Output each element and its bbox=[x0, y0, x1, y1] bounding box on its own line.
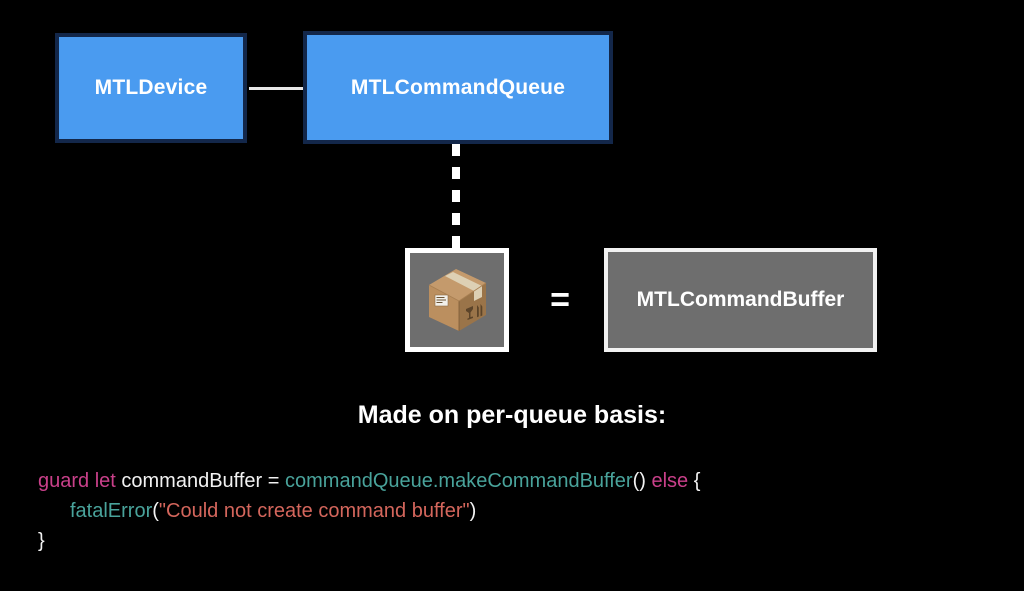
node-mtl-command-buffer: MTLCommandBuffer bbox=[604, 248, 877, 352]
package-icon-frame bbox=[405, 248, 509, 352]
node-mtl-device-label: MTLDevice bbox=[94, 76, 208, 99]
code-token-string: "Could not create command buffer" bbox=[158, 500, 470, 522]
code-line: guard let commandBuffer = commandQueue.m… bbox=[38, 466, 998, 496]
node-mtl-command-queue-label: MTLCommandQueue bbox=[350, 75, 566, 99]
node-mtl-command-buffer-label: MTLCommandBuffer bbox=[636, 288, 845, 311]
code-token-plain: commandBuffer = bbox=[121, 470, 285, 492]
code-token-plain: () bbox=[632, 470, 652, 492]
code-token-type: commandQueue.makeCommandBuffer bbox=[285, 470, 633, 492]
node-mtl-device: MTLDevice bbox=[55, 33, 247, 143]
code-line: } bbox=[38, 526, 998, 556]
connector-device-to-queue bbox=[249, 87, 303, 90]
code-line: fatalError("Could not create command buf… bbox=[38, 496, 998, 526]
page-caption: Made on per-queue basis: bbox=[357, 401, 667, 429]
code-token-plain: ( bbox=[152, 500, 159, 522]
node-mtl-command-queue: MTLCommandQueue bbox=[303, 31, 613, 144]
code-token-plain: { bbox=[688, 470, 701, 492]
code-token-keyword: guard let bbox=[38, 470, 122, 492]
equals-symbol: = bbox=[550, 281, 570, 319]
code-token-plain: } bbox=[38, 530, 45, 552]
code-token-type: fatalError bbox=[70, 500, 153, 522]
code-snippet: guard let commandBuffer = commandQueue.m… bbox=[38, 466, 998, 556]
connector-queue-to-buffer-dashed bbox=[452, 144, 460, 250]
code-token-plain: ) bbox=[469, 500, 477, 522]
package-box-icon bbox=[420, 263, 494, 337]
code-token-keyword: else bbox=[651, 470, 689, 492]
